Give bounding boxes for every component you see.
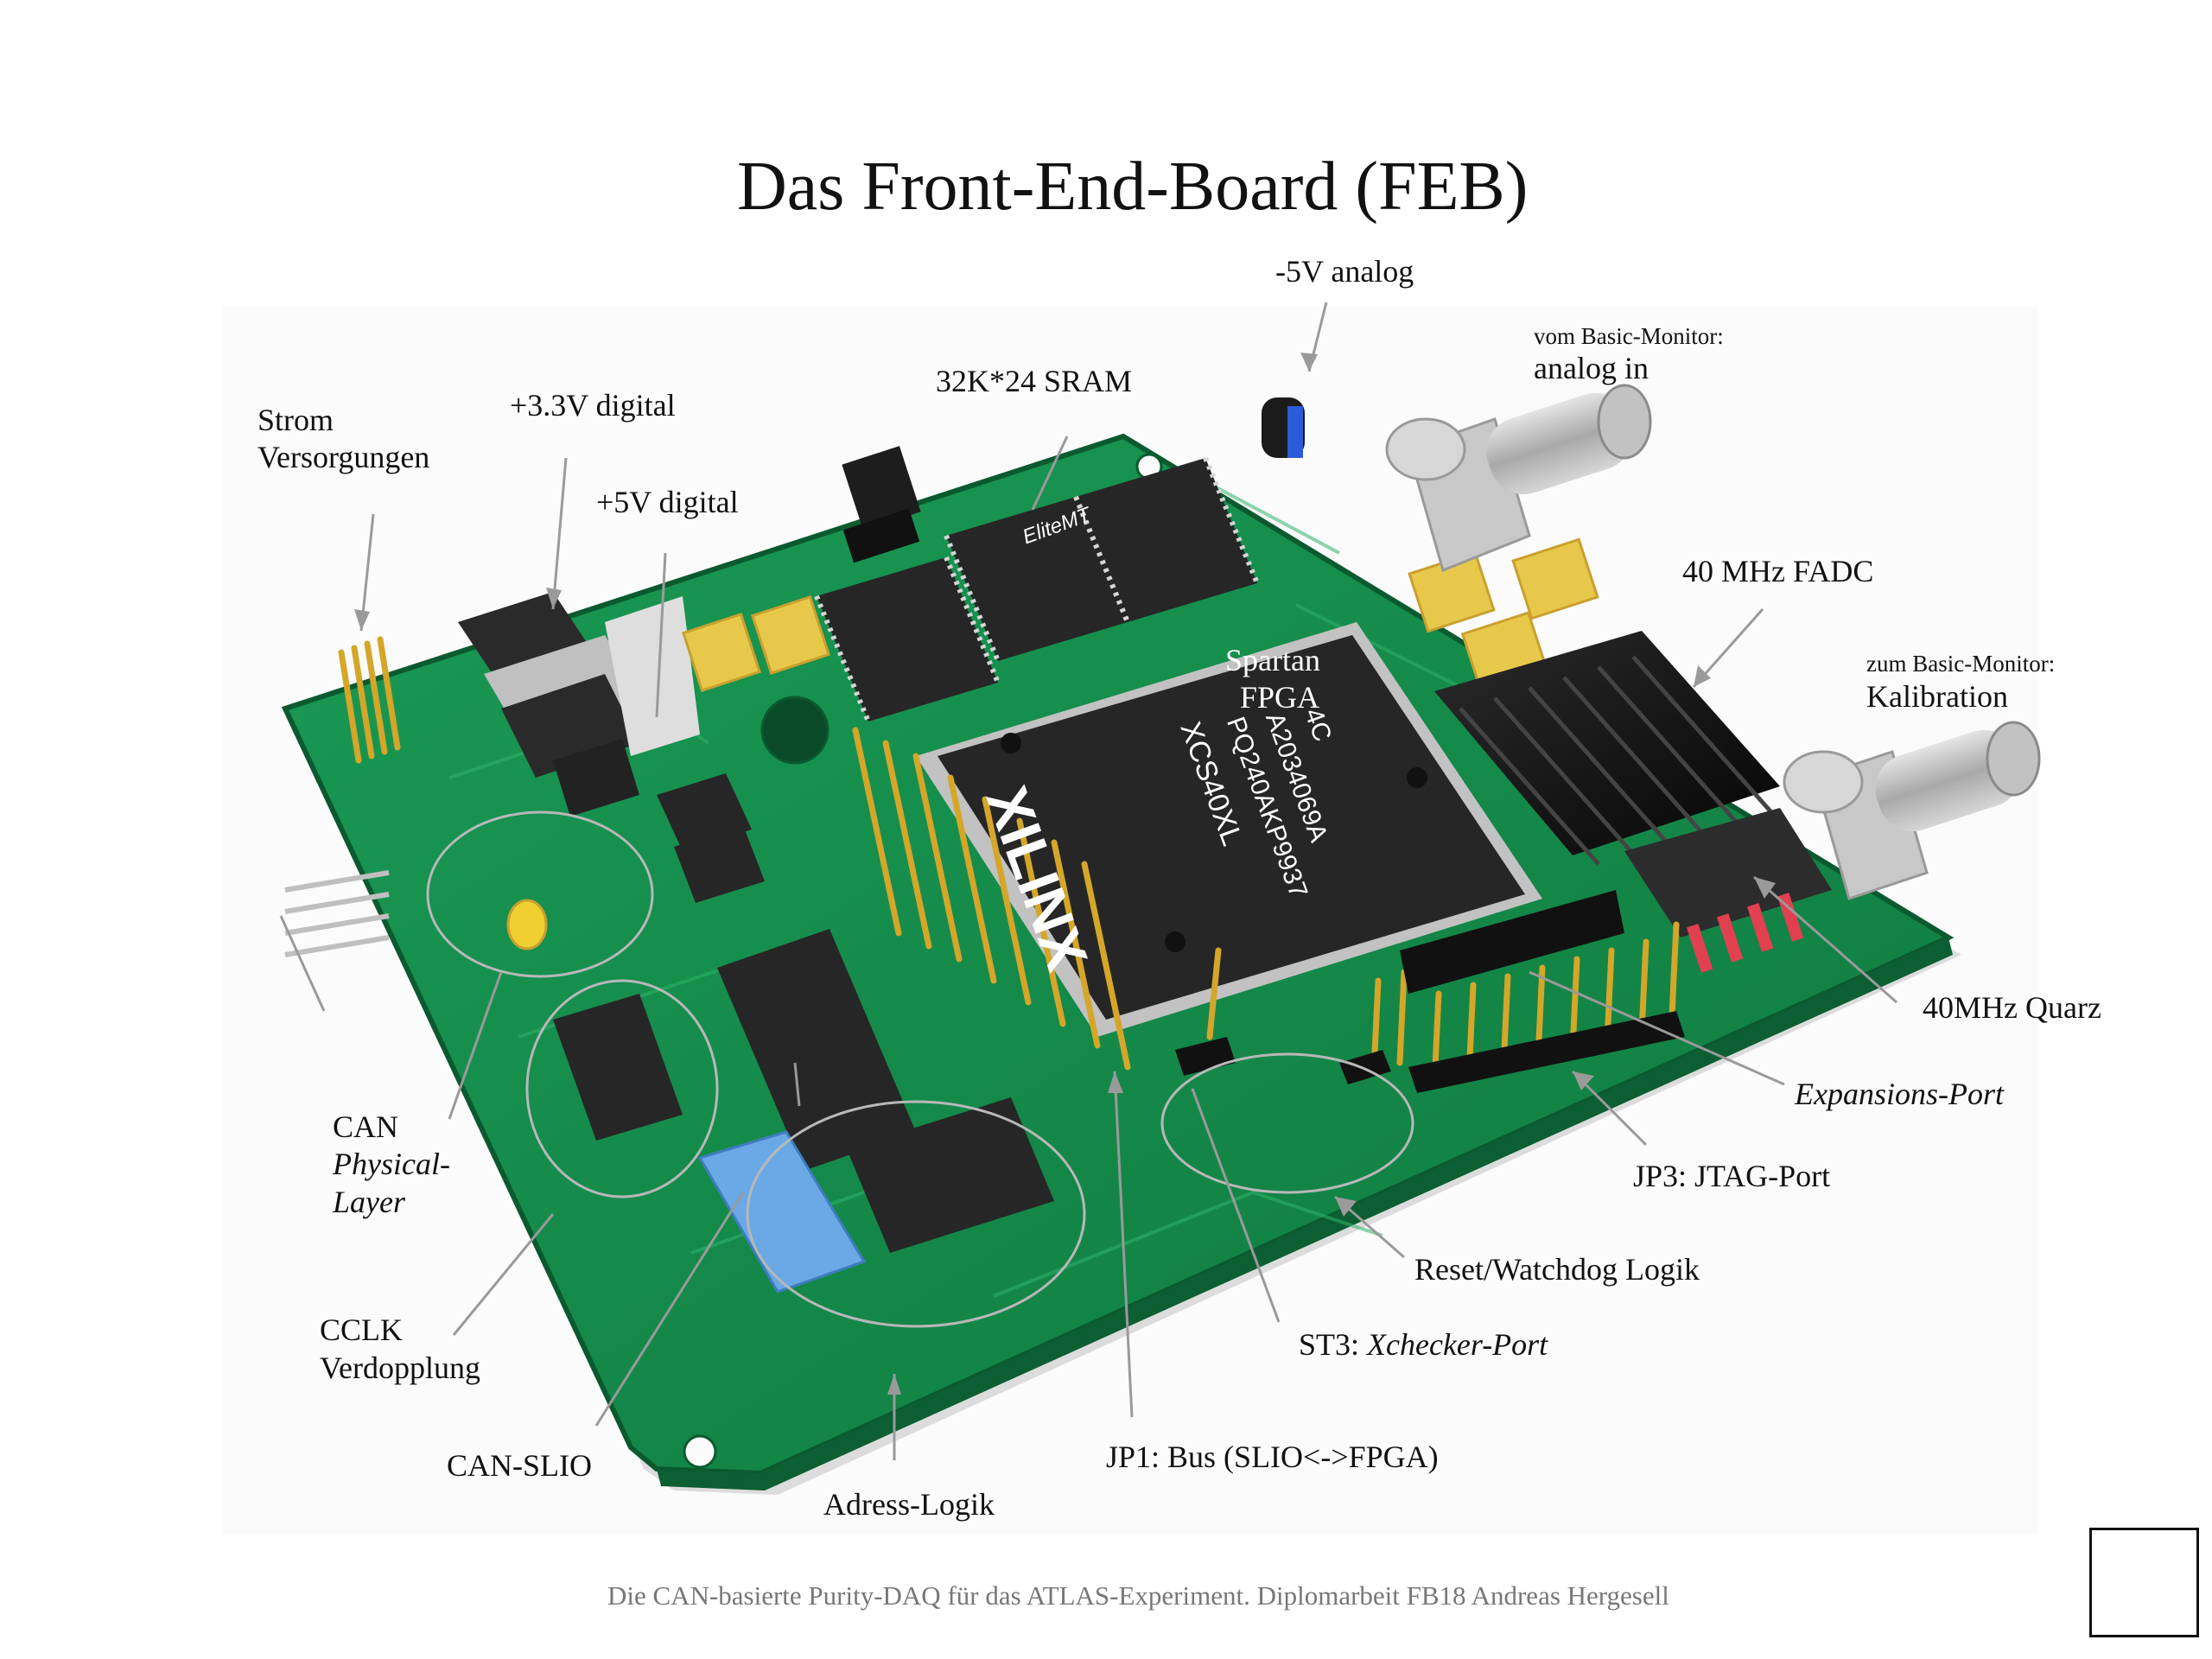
dip-switch: [697, 1130, 867, 1294]
label-strom-2: Versorgungen: [257, 440, 430, 474]
label-verdopplung: Verdopplung: [320, 1351, 480, 1385]
label-3v3-digital: +3.3V digital: [510, 388, 676, 423]
label-minus5v-analog: -5V analog: [1275, 254, 1414, 289]
label-st3-prefix: ST3:: [1299, 1327, 1368, 1362]
label-st3-xchecker: ST3: Xchecker-Port: [1299, 1326, 1548, 1363]
label-expansions-port: Expansions-Port: [1795, 1077, 2004, 1111]
label-vom-basic-monitor: vom Basic-Monitor:: [1534, 323, 1724, 349]
callout-circles: [426, 810, 1414, 1328]
fadc-heatsink: [1434, 631, 1780, 866]
label-fadc: 40 MHz FADC: [1682, 554, 1874, 588]
can-connector: [284, 870, 390, 957]
label-spartan: Spartan: [1225, 643, 1320, 677]
label-strom-1: Strom: [257, 403, 334, 437]
mounting-holes: [683, 453, 1163, 1469]
label-reset-watchdog: Reset/Watchdog Logik: [1414, 1252, 1700, 1287]
logic-chips: [553, 773, 1054, 1253]
label-adress-logik: Adress-Logik: [823, 1487, 995, 1522]
label-fpga: FPGA: [1240, 680, 1320, 715]
label-st3-italic: Xchecker-Port: [1367, 1327, 1548, 1362]
label-can-slio: CAN-SLIO: [447, 1448, 592, 1483]
footer-text: Die CAN-basierte Purity-DAQ für das ATLA…: [607, 1580, 1669, 1611]
callout-arrowheads: [354, 353, 1776, 1395]
jumper-header: [842, 446, 921, 563]
bnc-connector-analog-in: [1385, 384, 1652, 573]
analog-regulator: [1262, 397, 1305, 458]
label-jp3-jtag: JP3: JTAG-Port: [1633, 1159, 1831, 1193]
label-5v-digital: +5V digital: [596, 485, 739, 519]
label-layer: Layer: [333, 1185, 405, 1219]
label-physical: Physical-: [333, 1147, 450, 1181]
corner-box: [2089, 1528, 2199, 1637]
bnc-connector-kalibration: [1783, 721, 2041, 900]
label-sram: 32K*24 SRAM: [936, 364, 1133, 398]
sram-chips: [814, 456, 1260, 723]
page-title: Das Front-End-Board (FEB): [737, 149, 1529, 225]
voltage-regulators: [458, 592, 700, 817]
label-kalibration: Kalibration: [1866, 679, 2008, 714]
label-analog-in: analog in: [1534, 351, 1649, 385]
label-quarz: 40MHz Quarz: [1923, 990, 2101, 1025]
label-cclk: CCLK: [320, 1313, 404, 1347]
label-zum-basic-monitor: zum Basic-Monitor:: [1866, 651, 2056, 677]
label-jp1-bus: JP1: Bus (SLIO<->FPGA): [1106, 1440, 1439, 1474]
tantalum-capacitors: [506, 537, 1599, 950]
label-can: CAN: [333, 1109, 399, 1144]
